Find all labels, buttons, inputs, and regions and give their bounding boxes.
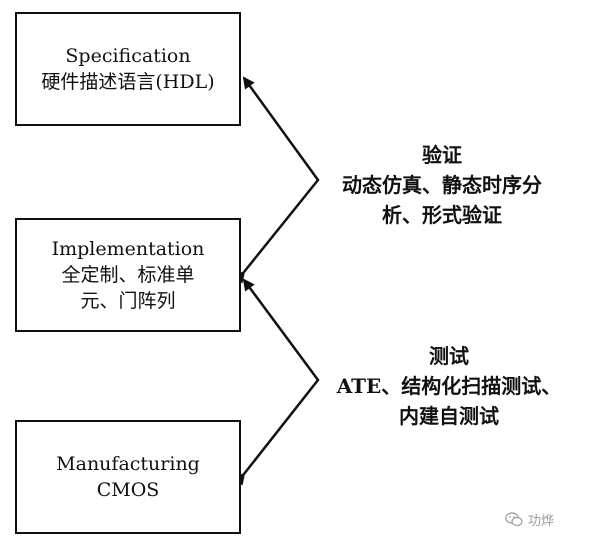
- implementation-line3: 元、门阵列: [80, 290, 176, 312]
- verify-arrow: [233, 76, 320, 284]
- test-line1: ATE、结构化扫描测试、: [336, 374, 562, 398]
- verify-title: 验证: [422, 143, 462, 167]
- verify-line1: 动态仿真、静态时序分: [342, 173, 542, 197]
- specification-title: Specification: [65, 45, 191, 67]
- wechat-icon: [505, 512, 523, 527]
- test-arrow: [233, 278, 320, 486]
- manufacturing-subtitle: CMOS: [96, 479, 160, 501]
- watermark: 功烨: [505, 510, 554, 529]
- watermark-text: 功烨: [527, 514, 554, 529]
- verify-line2: 析、形式验证: [382, 203, 502, 227]
- test-title: 测试: [429, 344, 469, 368]
- test-label: 测试 ATE、结构化扫描测试、 内建自测试: [318, 341, 580, 431]
- implementation-box: Implementation 全定制、标准单 元、门阵列: [15, 218, 241, 332]
- implementation-line2: 全定制、标准单: [61, 264, 195, 286]
- test-line2: 内建自测试: [399, 404, 499, 428]
- verify-label: 验证 动态仿真、静态时序分 析、形式验证: [322, 140, 562, 230]
- manufacturing-box: Manufacturing CMOS: [15, 420, 241, 534]
- manufacturing-title: Manufacturing: [56, 453, 200, 475]
- specification-subtitle: 硬件描述语言(HDL): [41, 71, 215, 93]
- specification-box: Specification 硬件描述语言(HDL): [15, 12, 241, 126]
- implementation-title: Implementation: [51, 238, 205, 260]
